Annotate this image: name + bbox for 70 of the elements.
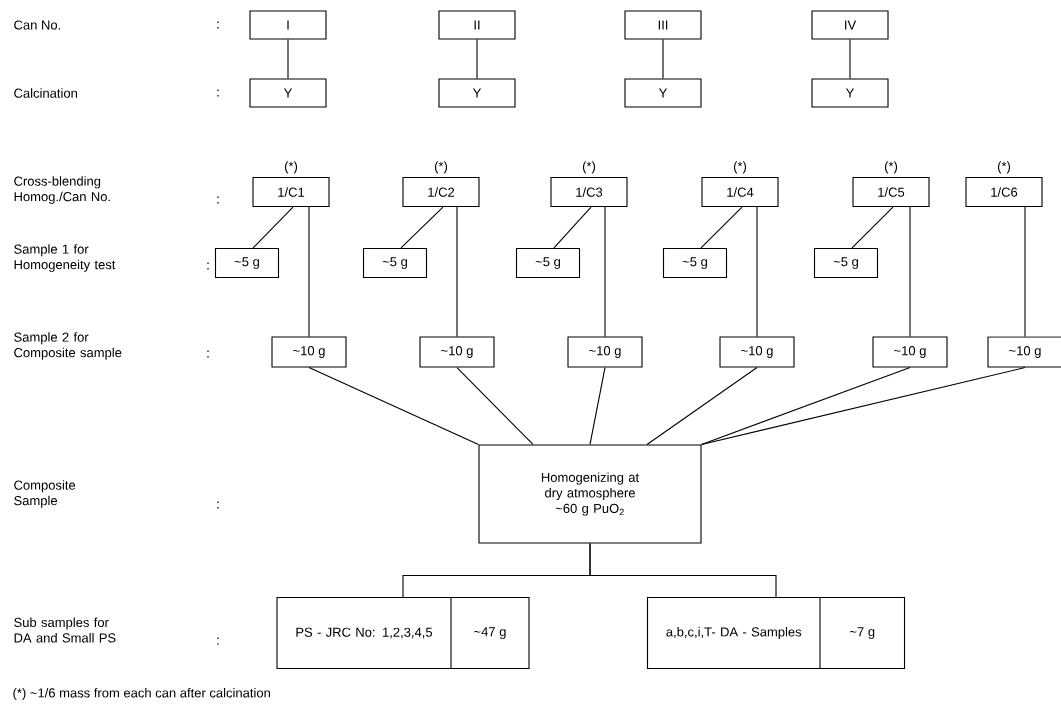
process-box: 1/C4 [701, 176, 779, 208]
process-box: II [438, 10, 516, 40]
connector-line [604, 206, 606, 337]
connector-line [400, 206, 444, 249]
connector-line [1024, 206, 1026, 337]
colon: : [217, 501, 219, 509]
connector-line [589, 367, 606, 445]
process-box: ~10 g [719, 336, 795, 368]
process-box: ~5 g [362, 247, 428, 279]
process-box: ~5 g [214, 247, 280, 279]
process-box: ~10 g [567, 336, 643, 368]
row-label: Sub samples for DA and Small PS [14, 617, 116, 643]
footnote-mark: (*) [582, 161, 596, 174]
connector-line [646, 367, 758, 445]
process-box: Y [438, 78, 516, 108]
sample-box: a,b,c,i,T- DA - Samples ~7 g [646, 596, 906, 670]
connector-line [287, 39, 289, 79]
process-box: I [249, 10, 327, 40]
process-box: ~5 g [662, 247, 728, 279]
connector-line [849, 39, 851, 79]
process-box: IV [811, 10, 889, 40]
process-box: Homogenizing at dry atmosphere ~60 g PuO$_{2}$ [478, 444, 702, 544]
footnote-mark: (*) [434, 161, 448, 174]
connector-line [851, 206, 894, 249]
process-box: 1/C6 [965, 176, 1043, 208]
connector-line [662, 39, 664, 79]
process-box: Y [624, 78, 702, 108]
connector-line [308, 206, 310, 337]
colon: : [217, 89, 219, 97]
colon: : [217, 196, 219, 204]
footnote: (*) ~1/6 mass from each can after calcination [13, 687, 270, 701]
colon: : [217, 21, 219, 29]
row-label: Sample 2 for Composite sample [14, 332, 122, 360]
connector-line [456, 367, 534, 445]
connector-line [553, 206, 592, 249]
row-label: Sample 1 for Homogeneity test [14, 244, 116, 272]
row-label: Cross-blending Homog./Can No. [14, 176, 110, 204]
connector-line [909, 206, 911, 337]
footnote-mark: (*) [884, 161, 898, 174]
process-box: 1/C5 [852, 176, 930, 208]
colon: : [217, 637, 219, 645]
connector-line [252, 206, 294, 249]
footnote-mark: (*) [997, 161, 1011, 174]
sample-box: PS - JRC No: 1,2,3,4,5 ~47 g [276, 596, 530, 670]
footnote-mark: (*) [284, 161, 298, 174]
process-box: 1/C3 [550, 176, 628, 208]
connector-line [701, 367, 911, 445]
row-label: Calcination [14, 88, 77, 98]
process-box: ~5 g [813, 247, 879, 279]
row-label: Composite Sample [14, 480, 76, 508]
process-box: ~10 g [987, 336, 1061, 368]
process-box: III [624, 10, 702, 40]
process-box: ~10 g [419, 336, 495, 368]
colon: : [207, 350, 209, 358]
footnote-mark: (*) [733, 161, 747, 174]
connector-line [308, 367, 479, 445]
process-box: Y [811, 78, 889, 108]
row-label: Can No. [14, 20, 61, 30]
process-box: 1/C2 [402, 176, 480, 208]
connector-line [456, 206, 458, 337]
process-box: Y [249, 78, 327, 108]
process-box: ~5 g [515, 247, 581, 279]
connector-line [476, 39, 478, 79]
process-box: ~10 g [271, 336, 347, 368]
process-box: ~10 g [872, 336, 948, 368]
connector-line [589, 543, 777, 598]
connector-line [756, 206, 758, 337]
process-box: 1/C1 [252, 176, 330, 208]
connector-line [700, 206, 743, 249]
connector-line [701, 367, 1026, 445]
